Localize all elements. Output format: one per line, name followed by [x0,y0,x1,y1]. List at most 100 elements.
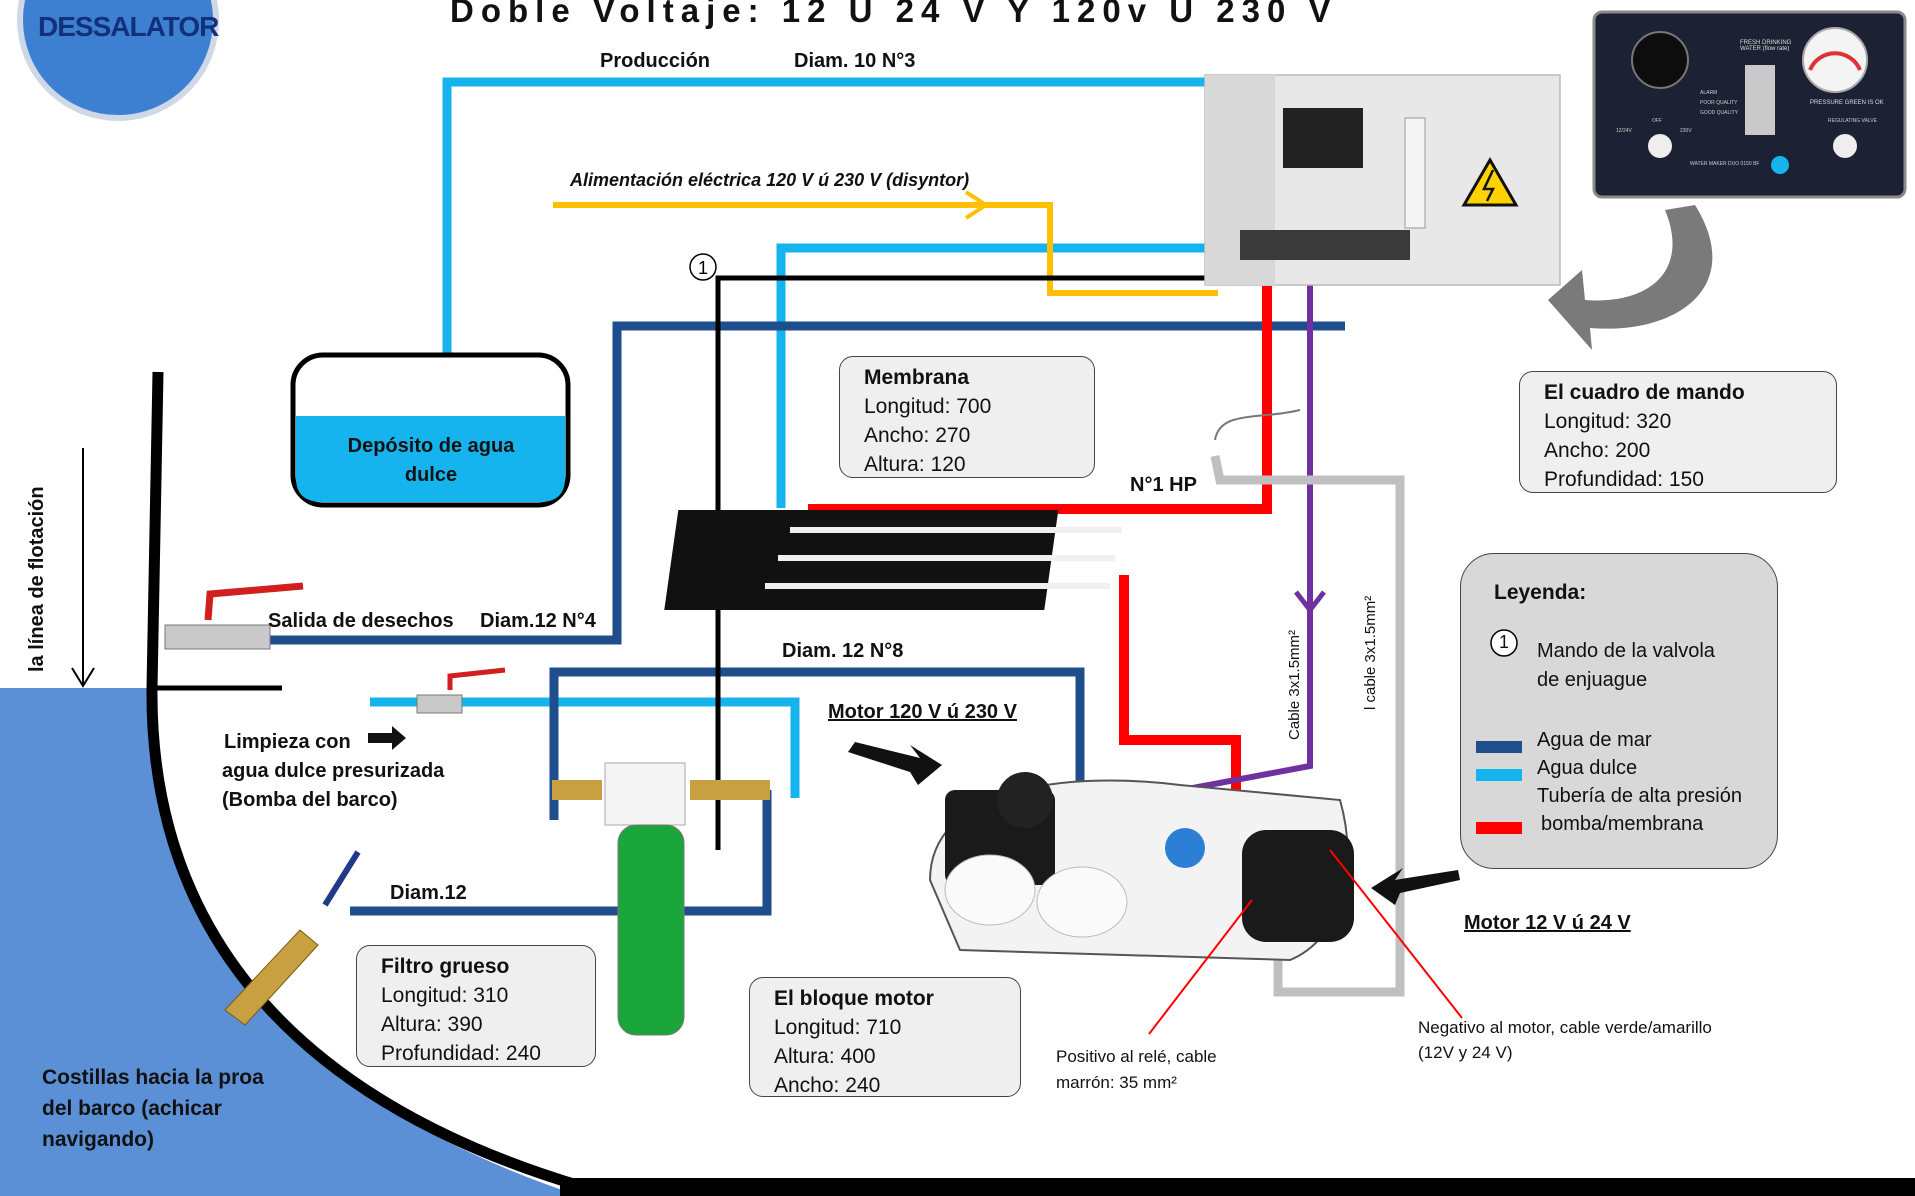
panel-footer: WATER MAKER DUO 0150 BF [1690,161,1760,167]
label-costillas-3: navigando) [42,1128,155,1151]
sea-water-area [0,688,580,1196]
box-cuadro-line: Profundidad: 150 [1544,468,1704,491]
box-cuadro-line: Ancho: 200 [1544,439,1651,462]
mode-switch-knob [1648,134,1672,158]
filter-valve-left [552,780,602,800]
box-bloque-line: Longitud: 710 [774,1016,902,1039]
page-title: Doble Voltaje: 12 Ú 24 V Y 120v Ú 230 V [450,0,1338,29]
label-diam12n8: Diam. 12 N°8 [782,640,904,662]
legend-box: Leyenda: 1 Mando de la valvola de enjuag… [1460,553,1778,869]
flow-meter [1745,65,1775,135]
panel-valve-label: REGULATING VALVE [1828,118,1877,124]
filter-valve-right [690,780,770,800]
logo-badge [17,0,219,121]
cable-valvula-enjuague [715,275,1220,850]
box-membrana-line: Ancho: 270 [864,424,971,447]
label-motor-dc: Motor 12 V ú 24 V [1464,912,1631,934]
box-membrana-line: Altura: 120 [864,453,966,476]
legend-title: Leyenda: [1494,581,1587,604]
box-cuadro: El cuadro de mando Longitud: 320 Ancho: … [1519,371,1837,493]
logo-text: DESSALATOR [38,11,219,42]
box-filtro-line: Profundidad: 240 [381,1042,541,1065]
pulley-cover-1 [944,854,1036,926]
box-filtro: Filtro grueso Longitud: 310 Altura: 390 … [356,945,596,1067]
label-cable2: l cable 3x1.5mm² [1362,595,1379,710]
panel-logo [1771,156,1789,174]
motor-dc-arrow [1371,868,1460,905]
panel-switch-label-1: OFF [1652,118,1662,124]
legend-marker-text-2: de enjuague [1537,669,1648,691]
pipe-produccion [442,77,1315,356]
salida-valve-handle [204,582,304,621]
pipe-intake-filter [350,790,772,916]
pressure-gauge-arc [1808,51,1862,71]
filter-housing-cap [604,762,686,826]
pointer-negativo [1329,849,1463,1019]
label-alimentacion: Alimentación eléctrica 120 V ú 230 V (di… [570,170,970,190]
pressure-gauge-dial [1802,27,1868,93]
limpieza-valve-body [416,694,463,714]
panel-curved-arrow [1548,205,1713,350]
regulating-valve-knob [1833,134,1857,158]
bottom-bar [560,1178,1915,1196]
pipe-fresh-membrane [776,243,1400,508]
pulley-cover-2 [1036,866,1128,938]
box-filtro-line: Altura: 390 [381,1013,483,1036]
box-bloque-line: Altura: 400 [774,1045,876,1068]
cable-alimentacion-arrow [964,190,990,220]
valve-marker-number: 1 [698,258,708,278]
box-filtro-title: Filtro grueso [381,955,510,978]
legend-label-sea: Agua de mar [1537,729,1652,751]
box-membrana-line: Longitud: 700 [864,395,992,418]
hour-meter-dial [1631,31,1689,89]
label-negativo-1: Negativo al motor, cable verde/amarillo [1418,1018,1712,1037]
tank-label: Depósito de agua dulce [347,435,515,486]
label-diam10: Diam. 10 N°3 [794,50,916,72]
box-bloque-line: Ancho: 240 [774,1074,881,1097]
tank-water [296,416,565,502]
terminal-strip [1240,230,1410,260]
cable-gris-top [1214,409,1301,441]
legend-label-fresh: Agua dulce [1537,757,1638,779]
label-flotacion: la línea de flotación [26,486,48,672]
warning-bolt-icon [1482,169,1496,202]
panel-text-top: FRESH DRINKING WATER (flow rate) [1740,40,1792,52]
label-costillas-1: Costillas hacia la proa [42,1066,264,1089]
accumulator-sphere [1165,828,1205,868]
label-negativo-2: (12V y 24 V) [1418,1043,1513,1062]
pipe-hp-membrana [808,286,1272,514]
panel-switch-label-2: 12/24V [1616,128,1632,134]
intake-seacock-handle [322,850,361,907]
label-cable1: Cable 3x1.5mm² [1286,629,1303,740]
intake-seacock [224,929,319,1026]
panel-switch-label-3: 230V [1680,128,1692,134]
salida-valve-body [164,624,271,650]
hull-line [146,371,582,1192]
pointer-positivo [1148,899,1253,1035]
relay-block [1283,108,1363,168]
panel-led-2: POOR QUALITY [1700,100,1738,106]
warning-triangle-icon [1461,157,1519,207]
legend-marker-number: 1 [1499,632,1510,652]
box-bloque: El bloque motor Longitud: 710 Altura: 40… [749,977,1021,1097]
box-bloque-title: El bloque motor [774,987,934,1010]
valve-marker-circle [689,253,717,281]
box-cuadro-line: Longitud: 320 [1544,410,1672,433]
label-diam12: Diam.12 [390,882,467,904]
label-limpieza-1: Limpieza con [224,731,351,753]
legend-marker-text-1: Mando de la valvola [1537,640,1715,662]
legend-label-hp-1: Tubería de alta presión [1537,785,1742,807]
filter-housing [617,824,685,1036]
legend-swatch-hp [1476,822,1522,834]
label-diam12n4: Diam.12 N°4 [480,610,596,632]
label-limpieza-2: agua dulce presurizada [222,760,445,782]
limpieza-valve-handle [447,667,506,690]
motor-ac-end [997,772,1053,828]
motor-ac-arrow [848,742,942,785]
label-positivo-1: Positivo al relé, cable [1056,1047,1217,1066]
cable-alimentacion [553,202,1218,296]
waterline-arrow-head [71,667,95,688]
pipe-salida-desechos [268,321,1345,645]
label-limpieza-3: (Bomba del barco) [222,789,398,811]
